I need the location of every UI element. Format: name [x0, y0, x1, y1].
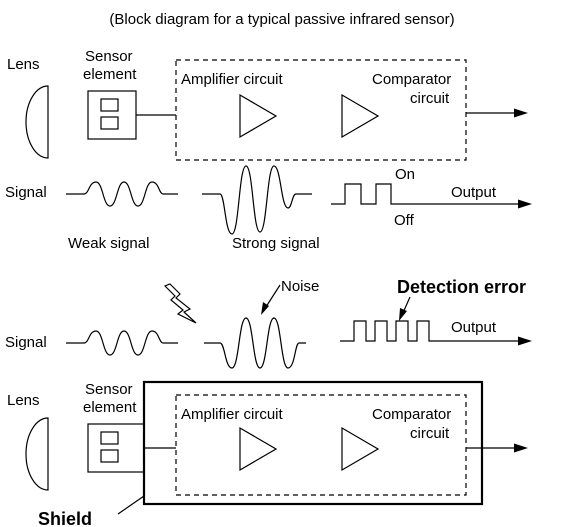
output-label-noise: Output	[451, 319, 497, 336]
weak-signal-wave	[66, 181, 178, 207]
shield-label: Shield	[38, 509, 92, 527]
strong-signal-label: Strong signal	[232, 235, 320, 252]
amplifier-triangle-bottom	[239, 426, 278, 472]
noise-row: Noise Detection error Signal Output	[5, 277, 532, 369]
comparator-triangle	[341, 93, 380, 139]
amplifier-triangle	[239, 93, 278, 139]
sensor-label-line2-bottom: element	[83, 399, 137, 416]
weak-signal-label: Weak signal	[68, 235, 149, 252]
error-output-arrowhead	[518, 336, 532, 346]
noise-pointer-arrowhead	[261, 302, 269, 315]
comparator-label-line1-bottom: Comparator	[372, 406, 451, 423]
strong-signal-wave	[202, 165, 312, 235]
shield-pointer-line	[117, 495, 145, 515]
top-block: Lens Sensor element Amplifier circuit Co…	[7, 48, 528, 161]
sensor-element-bottom	[87, 423, 145, 473]
off-label: Off	[394, 212, 415, 229]
sensor-element	[87, 90, 137, 140]
lightning-bolt-icon	[163, 283, 197, 324]
signal-row: Signal Weak signal Strong signal On Off …	[5, 165, 532, 252]
comparator-label-line2: circuit	[410, 90, 450, 107]
detection-error-label: Detection error	[397, 277, 526, 297]
sensor-pad-top	[100, 98, 119, 112]
comparator-triangle-bottom	[341, 426, 380, 472]
sensor-pad-bottom-bottom	[100, 449, 119, 463]
amplifier-label: Amplifier circuit	[181, 71, 284, 88]
noise-wave	[204, 317, 306, 369]
error-output-pulses	[340, 320, 520, 342]
amplifier-label-bottom: Amplifier circuit	[181, 406, 284, 423]
circuit-dashed-box-bottom	[175, 394, 467, 496]
circuit-dashed-box	[175, 59, 467, 161]
noisy-weak-signal-wave	[66, 330, 178, 356]
sensor-label-line2: element	[83, 66, 137, 83]
comparator-label-line2-bottom: circuit	[410, 425, 450, 442]
lens-shape-bottom	[25, 417, 49, 491]
signal-output-arrowhead	[518, 199, 532, 209]
detection-error-arrowhead	[399, 308, 407, 321]
signal-label: Signal	[5, 184, 47, 201]
bottom-block: Lens Sensor element Amplifier circuit Co…	[7, 380, 528, 527]
sensor-pad-bottom	[100, 116, 119, 130]
sensor-label-line1: Sensor	[85, 48, 133, 65]
lens-label: Lens	[7, 56, 40, 73]
diagram-caption: (Block diagram for a typical passive inf…	[109, 11, 454, 28]
on-label: On	[395, 166, 415, 183]
sensor-pad-top-bottom	[100, 431, 119, 445]
noise-label: Noise	[281, 278, 319, 295]
output-arrowhead-bottom	[514, 443, 528, 453]
output-arrowhead	[514, 108, 528, 118]
output-label: Output	[451, 184, 497, 201]
lens-label-bottom: Lens	[7, 392, 40, 409]
shield-enclosure	[142, 380, 484, 506]
sensor-label-line1-bottom: Sensor	[85, 381, 133, 398]
comparator-output-pulse	[331, 183, 520, 205]
lens-shape	[25, 85, 49, 159]
signal-label-noise: Signal	[5, 334, 47, 351]
comparator-label-line1: Comparator	[372, 71, 451, 88]
